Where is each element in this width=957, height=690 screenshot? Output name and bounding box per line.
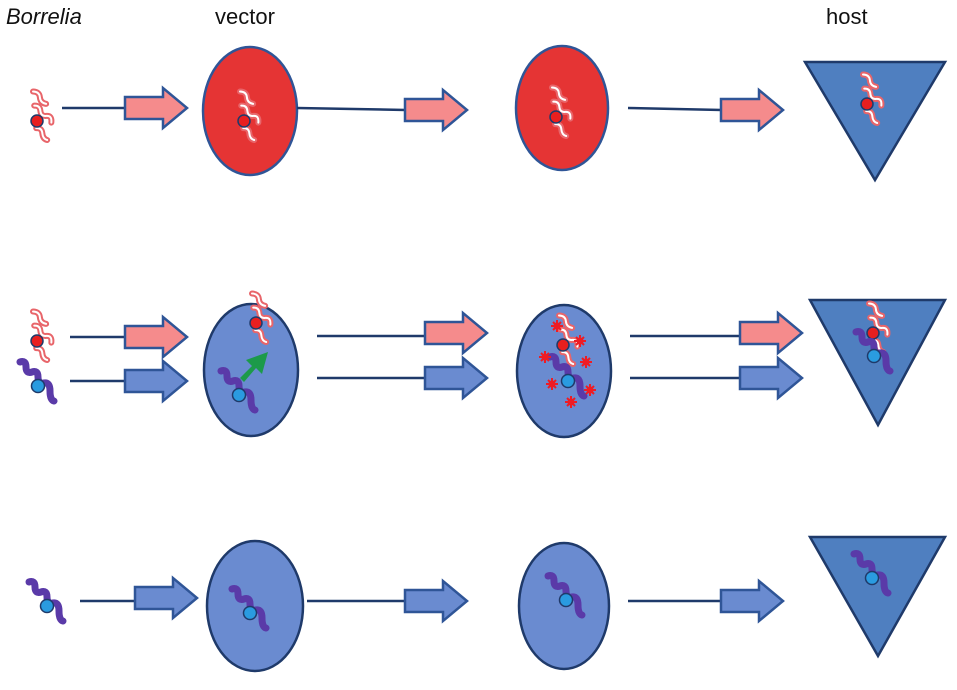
host-label: host (826, 4, 868, 29)
block-arrow-icon (403, 579, 469, 623)
vector-blue-ellipse (515, 303, 613, 439)
block-arrow-icon (403, 88, 469, 132)
row-1 (31, 44, 948, 183)
vector-label: vector (215, 4, 275, 29)
vector-blue-ellipse (205, 539, 305, 673)
spirochete-red-icon (31, 310, 54, 360)
block-arrow-icon (738, 311, 804, 355)
spirochete-blue-icon (20, 362, 54, 401)
green-arrow-icon (240, 352, 268, 382)
row-2 (20, 292, 948, 439)
spirochete-red-icon (31, 90, 54, 140)
block-arrow-icon (423, 311, 489, 355)
spirochete-blue-icon (29, 582, 63, 621)
connector-line (296, 106, 407, 112)
block-arrow-icon (423, 356, 489, 400)
block-arrow-icon (123, 359, 189, 403)
row-3 (29, 535, 948, 673)
block-arrow-icon (133, 576, 199, 620)
host-triangle (807, 298, 948, 428)
connector-line (627, 106, 723, 112)
block-arrow-icon (719, 579, 785, 623)
borrelia-label: Borrelia (6, 4, 82, 29)
block-arrow-icon (123, 315, 189, 359)
block-arrow-icon (719, 88, 785, 132)
block-arrow-icon (123, 86, 189, 130)
block-arrow-icon (738, 356, 804, 400)
host-triangle (807, 535, 948, 659)
